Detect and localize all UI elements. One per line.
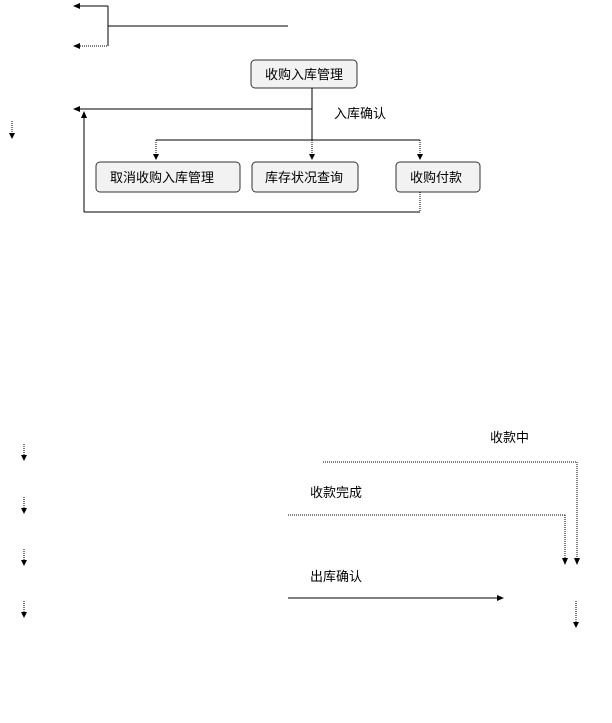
arrowhead-right [497, 595, 504, 601]
arrowhead-left [73, 3, 80, 9]
arrowhead-down [562, 558, 568, 565]
node-purchase-inbound-mgmt[interactable]: 收购入库管理 [250, 59, 358, 89]
arrowhead-down [417, 154, 423, 160]
arrowhead-down [153, 154, 159, 160]
node-cancel-purchase-inbound-mgmt[interactable]: 取消收购入库管理 [95, 161, 241, 193]
arrowhead-left [73, 43, 80, 49]
top-left-connector [80, 5, 288, 47]
edge-label-outbound-confirm: 出库确认 [310, 569, 362, 585]
left-down-arrows [21, 444, 27, 618]
arrowhead-down [309, 154, 315, 160]
right-down-arrow [573, 601, 579, 628]
edge-label-inbound-confirm: 入库确认 [334, 106, 386, 122]
feedback-loop [83, 118, 421, 213]
node-label: 收购入库管理 [265, 67, 343, 83]
node-stock-status-query[interactable]: 库存状况查询 [251, 161, 359, 193]
node-label: 收购付款 [410, 170, 462, 186]
node-label: 取消收购入库管理 [110, 170, 214, 186]
arrowhead-up [81, 111, 87, 118]
edge-label-receipt-complete: 收款完成 [310, 486, 362, 501]
stray-down-arrow [9, 121, 15, 139]
edge-label-receiving: 收款中 [490, 431, 529, 446]
node-purchase-payment[interactable]: 收购付款 [395, 161, 481, 193]
arrowhead-down [574, 558, 580, 565]
arrowhead-left [73, 106, 80, 112]
node-label: 库存状况查询 [265, 170, 343, 186]
